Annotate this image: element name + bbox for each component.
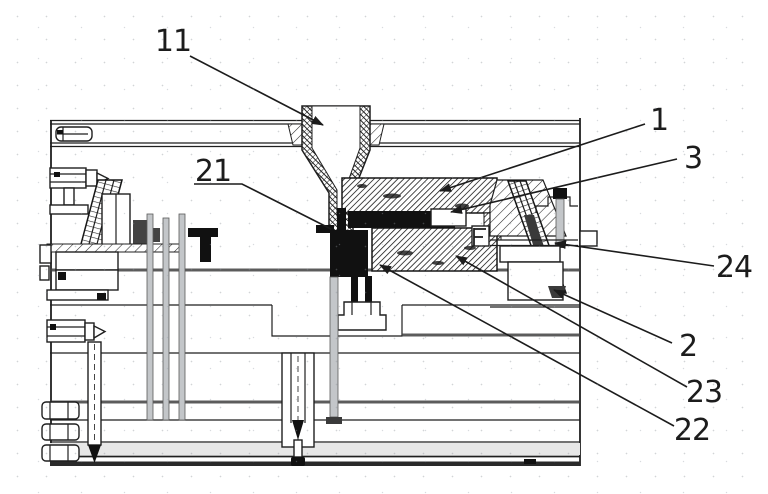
left-top-cylinder xyxy=(55,126,93,142)
sprue-and-cavity xyxy=(287,105,502,424)
left-bolt-stack xyxy=(41,401,80,462)
left-slide-rail xyxy=(46,243,183,253)
leader-21 xyxy=(194,183,332,230)
callout-label-21: 21 xyxy=(195,154,231,189)
guide-pillar-assembly xyxy=(281,352,315,466)
gate-insert xyxy=(430,208,467,227)
clamp-notch xyxy=(471,225,490,247)
latch-block xyxy=(188,228,218,262)
leader-24 xyxy=(554,240,715,267)
leader-23 xyxy=(455,255,688,388)
return-pin-assembly xyxy=(46,319,107,463)
leader-2 xyxy=(553,289,673,344)
ejector-rod xyxy=(146,213,154,421)
molded-part xyxy=(316,208,455,277)
left-edge-tab xyxy=(39,265,50,281)
callout-label-23: 23 xyxy=(686,375,722,410)
ejector-rod xyxy=(162,217,170,421)
callout-label-2: 2 xyxy=(679,329,697,364)
left-slider-mechanism xyxy=(39,126,218,463)
leader-3 xyxy=(450,158,678,214)
callout-label-3: 3 xyxy=(684,141,702,176)
callout-label-1: 1 xyxy=(650,103,668,138)
sprue-flange-seat xyxy=(369,123,385,146)
left-mid-cylinder xyxy=(49,167,110,215)
leader-22 xyxy=(379,264,675,427)
puller-retainer-bracket xyxy=(337,301,387,331)
left-edge-tab xyxy=(39,244,52,264)
leader-1 xyxy=(439,123,646,192)
mold-base-frame xyxy=(50,118,581,466)
callout-label-11: 11 xyxy=(155,24,191,59)
callouts: 11 21 1 3 24 2 23 22 xyxy=(155,24,753,448)
ejector-rod xyxy=(178,213,186,421)
sprue-flange-seat xyxy=(287,123,303,146)
sprue-puller-rod xyxy=(329,276,339,418)
upper-cavity-block xyxy=(341,177,498,214)
callout-label-22: 22 xyxy=(674,413,710,448)
leader-11 xyxy=(189,55,324,126)
callout-label-24: 24 xyxy=(716,250,752,285)
right-edge-tab xyxy=(579,230,598,247)
